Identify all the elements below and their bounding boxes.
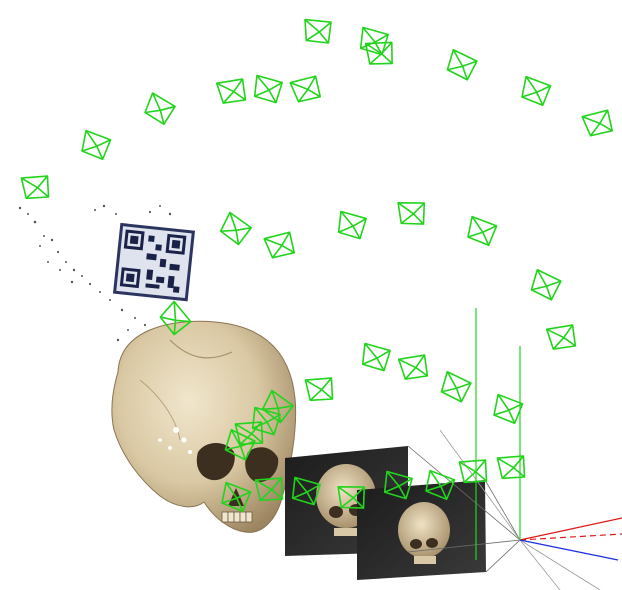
camera-frustum: [398, 201, 426, 227]
camera-frustum: [80, 131, 111, 160]
camera-frustum: [218, 212, 252, 245]
camera-frustum: [529, 270, 561, 301]
camera-frustum: [143, 93, 176, 125]
camera-frustum: [399, 353, 430, 382]
camera-frustum: [492, 395, 523, 424]
camera-frustum: [466, 217, 497, 246]
qr-code-marker: [115, 225, 194, 300]
camera-frustum: [361, 344, 391, 372]
camera-frustum: [459, 458, 489, 486]
coordinate-axes: [476, 308, 622, 560]
camera-frustum: [305, 376, 335, 404]
camera-frustum: [253, 76, 283, 104]
camera-frustum: [337, 212, 367, 240]
camera-frustum: [582, 108, 614, 139]
skull-model: [112, 321, 296, 532]
camera-frustum: [290, 74, 322, 105]
camera-frustum: [520, 77, 551, 106]
camera-frustum: [21, 174, 51, 202]
camera-frustum: [547, 323, 578, 352]
camera-frustum: [439, 372, 471, 403]
camera-frustum: [305, 20, 331, 43]
camera-frustum: [217, 77, 248, 106]
camera-frustum: [445, 50, 477, 81]
camera-frustum: [366, 40, 395, 67]
camera-frustum: [264, 230, 296, 261]
camera-frustums: [21, 20, 614, 512]
camera-frustum: [497, 454, 527, 482]
